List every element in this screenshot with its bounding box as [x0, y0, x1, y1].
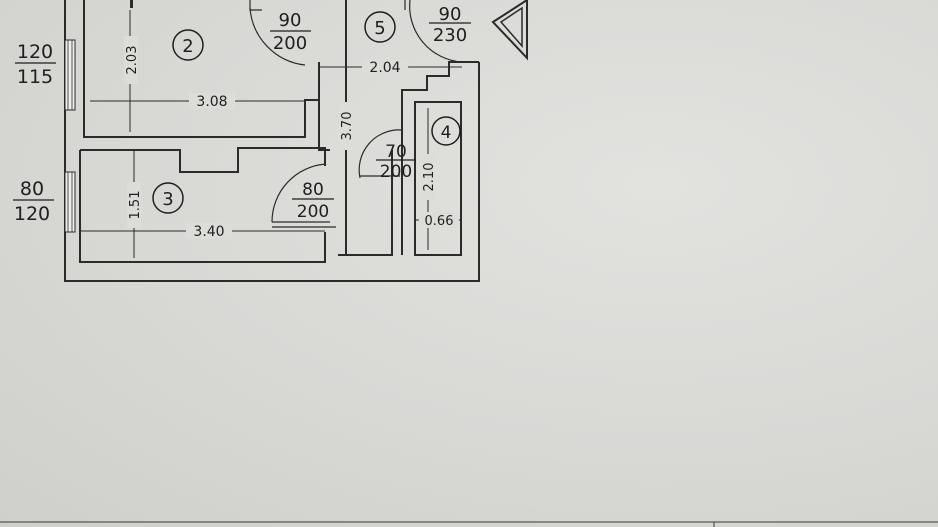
window-2-label: 80 120 [13, 178, 54, 225]
window-1-label: 120 115 [15, 41, 56, 88]
dim-bg [339, 102, 353, 150]
window-1-height: 115 [17, 66, 53, 88]
room-4-outline [401, 61, 479, 255]
door-2-height: 230 [433, 25, 467, 46]
triangle-marker-icon [491, 0, 528, 61]
room-2-marker: 2 [172, 29, 204, 61]
door-swing-1 [249, 7, 306, 66]
door-3-width: 70 [385, 142, 407, 162]
dim-bg [419, 212, 459, 228]
dim-bg [362, 59, 408, 75]
corridor-right-wall [338, 150, 393, 256]
dim-bg [186, 223, 232, 239]
dimension-room3-width: 3.40 [193, 224, 224, 240]
room-5-marker: 5 [364, 11, 396, 43]
door-swing-3 [358, 129, 403, 179]
door-2-width: 90 [439, 4, 462, 25]
door-1-leaf [249, 0, 262, 11]
lower-sheet-edge [0, 521, 938, 527]
room-2-column [130, 0, 133, 8]
dimension-corridor-width: 2.04 [369, 60, 400, 76]
window-2-height: 120 [14, 203, 50, 225]
room-3-lower-wall [79, 150, 326, 263]
window-1 [64, 39, 76, 111]
door-1-height: 200 [273, 33, 307, 54]
dimension-room2-height: 2.03 [125, 46, 140, 75]
dim-bg [124, 36, 138, 84]
dim-bg [189, 93, 235, 109]
room-2-number: 2 [182, 36, 193, 57]
dimension-room4-width: 0.66 [425, 214, 454, 229]
room-4-marker: 4 [431, 116, 461, 146]
door-3-height: 200 [380, 162, 412, 182]
dimension-room4-height: 2.10 [422, 163, 437, 192]
window-2-width: 80 [20, 178, 44, 200]
door-swing-2 [409, 0, 463, 63]
door-4-label: 80 200 [292, 180, 334, 222]
room-5-number: 5 [374, 18, 385, 39]
door-1-width: 90 [279, 10, 302, 31]
room-3-number: 3 [162, 189, 173, 210]
dim-bg [421, 154, 435, 200]
dimension-room2-width: 3.08 [196, 94, 227, 110]
room-3-outline [80, 147, 326, 173]
door-4-height: 200 [297, 202, 329, 222]
corridor-partition [318, 62, 330, 151]
room-4-inner [414, 101, 462, 256]
door-swing-4 [271, 163, 327, 223]
window-2 [64, 171, 76, 233]
door-4-width: 80 [302, 180, 324, 200]
room-3-marker: 3 [152, 182, 184, 214]
dimension-room3-height: 1.51 [128, 191, 143, 220]
door-3-label: 70 200 [376, 142, 416, 182]
room-4-number: 4 [441, 123, 452, 143]
window-1-width: 120 [17, 41, 53, 63]
door-2-label: 90 230 [429, 4, 471, 46]
dim-bg [127, 182, 141, 228]
dimension-corridor-length: 3.70 [340, 112, 355, 141]
door-1-label: 90 200 [270, 10, 311, 54]
